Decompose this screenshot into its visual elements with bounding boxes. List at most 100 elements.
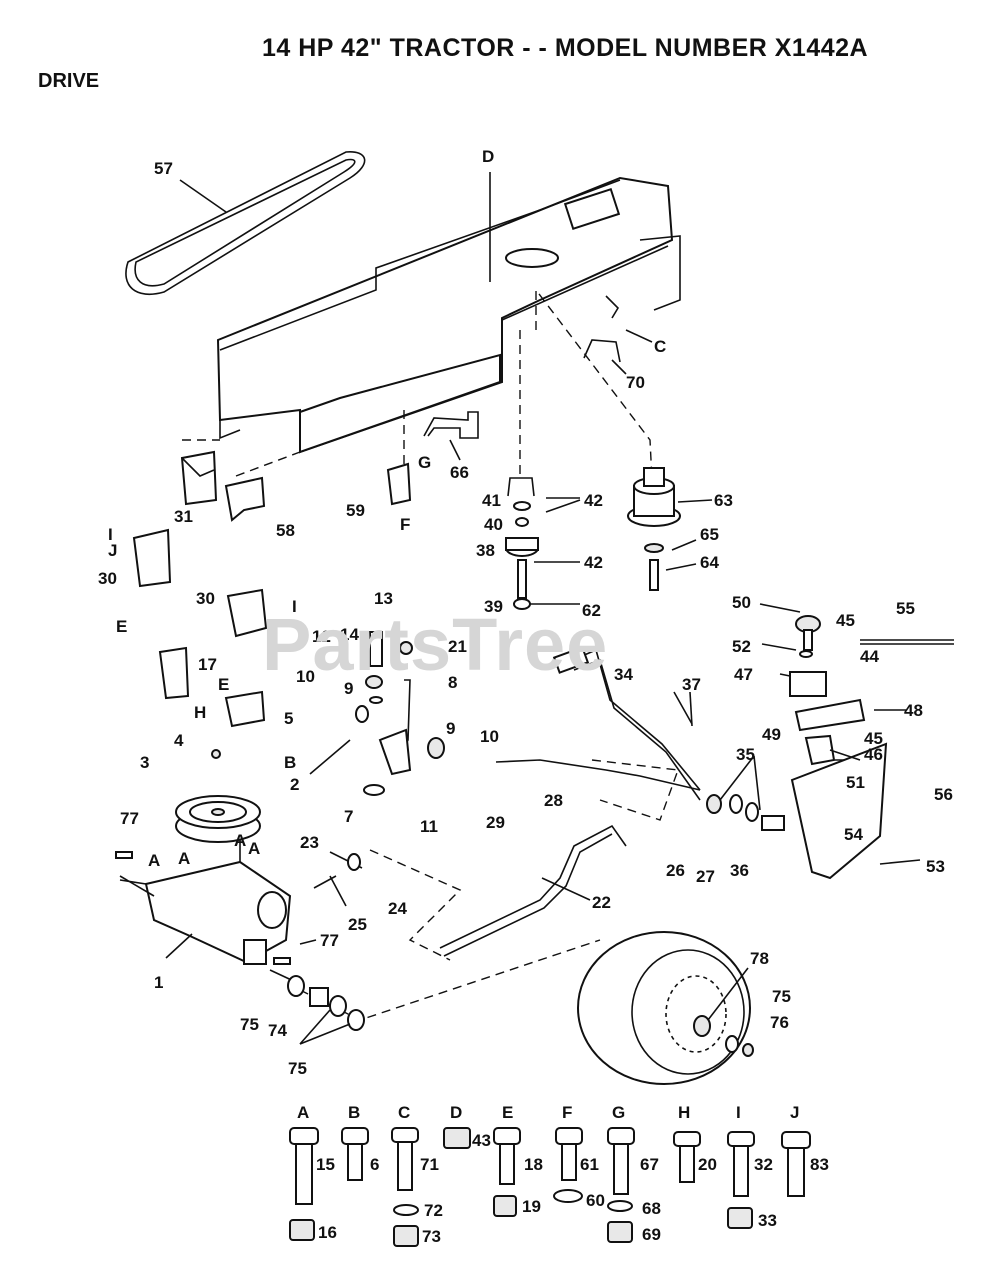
callout-54: 54 [844, 825, 863, 844]
hardware-letter-J: J [790, 1103, 799, 1122]
callout-48: 48 [904, 701, 923, 720]
callout-77a: 77 [120, 809, 139, 828]
callout-E2: E [218, 675, 229, 694]
callout-G: G [418, 453, 431, 472]
callout-A3: A [234, 831, 246, 850]
section-title: DRIVE [38, 70, 100, 92]
callout-17: 17 [198, 655, 217, 674]
callout-4: 4 [174, 731, 184, 750]
bracket-30-left [132, 528, 172, 588]
callout-29: 29 [486, 813, 505, 832]
hardware-letter-F: F [562, 1103, 572, 1122]
callout-75c: 75 [288, 1059, 307, 1078]
rod-66 [423, 411, 479, 439]
callout-9a: 9 [344, 679, 353, 698]
callout-63: 63 [714, 491, 733, 510]
hardware-letter-I: I [736, 1103, 741, 1122]
hardware-letter-E: E [502, 1103, 513, 1122]
callout-10a: 10 [296, 667, 315, 686]
callout-9b: 9 [446, 719, 455, 738]
callout-I2: I [292, 597, 297, 616]
callout-46: 46 [864, 745, 883, 764]
callout-F: F [400, 515, 410, 534]
callout-2: 2 [290, 775, 299, 794]
callout-39: 39 [484, 597, 503, 616]
callout-75a: 75 [772, 987, 791, 1006]
transaxle-pulley-3 [175, 749, 261, 843]
tractor-frame [216, 176, 681, 454]
callout-77b: 77 [320, 931, 339, 950]
hardware-letter-G: G [612, 1103, 625, 1122]
callout-30a: 30 [98, 569, 117, 588]
callout-23: 23 [300, 833, 319, 852]
callout-D: D [482, 147, 494, 166]
callout-57: 57 [154, 159, 173, 178]
bracket-58 [224, 476, 266, 522]
callout-14: 14 [340, 625, 359, 644]
hardware-washer-60: 60 [586, 1191, 605, 1210]
callout-3: 3 [140, 753, 149, 772]
callout-45a: 45 [836, 611, 855, 630]
callout-E1: E [116, 617, 127, 636]
callout-1: 1 [154, 973, 163, 992]
callout-66: 66 [450, 463, 469, 482]
axle-hardware [115, 851, 365, 1031]
callout-76: 76 [770, 1013, 789, 1032]
hardware-bolt-32: 32 [754, 1155, 773, 1174]
callout-8: 8 [448, 673, 457, 692]
callout-22: 22 [592, 893, 611, 912]
watermark: PartsTree [262, 603, 609, 686]
callout-A4: A [248, 839, 260, 858]
callout-21: 21 [448, 637, 467, 656]
hardware-bolt-61: 61 [580, 1155, 599, 1174]
hardware-nut-33: 33 [758, 1211, 777, 1230]
hardware-bolt-67: 67 [640, 1155, 659, 1174]
hardware-letter-D: D [450, 1103, 462, 1122]
brake-linkage [309, 631, 445, 796]
callout-25: 25 [348, 915, 367, 934]
callout-45b: 45 [864, 729, 883, 748]
bracket-assembly-48 [789, 615, 888, 880]
hardware-washer-68: 68 [642, 1199, 661, 1218]
bracket-59 [386, 462, 412, 506]
callout-42b: 42 [584, 553, 603, 572]
callout-51: 51 [846, 773, 865, 792]
callout-C: C [654, 337, 666, 356]
hardware-letter-A: A [297, 1103, 309, 1122]
callout-74: 74 [268, 1021, 287, 1040]
callout-42a: 42 [584, 491, 603, 510]
callout-64: 64 [700, 553, 719, 572]
hardware-bolt-71: 71 [420, 1155, 439, 1174]
callout-62: 62 [582, 601, 601, 620]
spacers [706, 794, 785, 831]
callout-27: 27 [696, 867, 715, 886]
callout-78: 78 [750, 949, 769, 968]
hardware-nut-43: 43 [472, 1131, 491, 1150]
hardware-bolt-18: 18 [524, 1155, 543, 1174]
callout-leaders [165, 179, 921, 1045]
callout-37: 37 [682, 675, 701, 694]
callout-5: 5 [284, 709, 293, 728]
callout-labels: 57 D C 70 G 66 31 58 59 F 41 42 40 38 42… [98, 147, 953, 1078]
hardware-letter-C: C [398, 1103, 410, 1122]
callout-70: 70 [626, 373, 645, 392]
callout-26: 26 [666, 861, 685, 880]
callout-31: 31 [174, 507, 193, 526]
drive-belt [125, 151, 366, 296]
callout-52: 52 [732, 637, 751, 656]
rear-wheel [577, 931, 754, 1085]
callout-24: 24 [388, 899, 407, 918]
callout-34: 34 [614, 665, 633, 684]
callout-7: 7 [344, 807, 353, 826]
callout-49: 49 [762, 725, 781, 744]
callout-65: 65 [700, 525, 719, 544]
callout-59: 59 [346, 501, 365, 520]
callout-12: 12 [312, 627, 331, 646]
callout-J1: J [108, 541, 117, 560]
callout-I1: I [108, 525, 113, 544]
callout-55: 55 [896, 599, 915, 618]
callout-53: 53 [926, 857, 945, 876]
callout-44: 44 [860, 647, 879, 666]
callout-10b: 10 [480, 727, 499, 746]
